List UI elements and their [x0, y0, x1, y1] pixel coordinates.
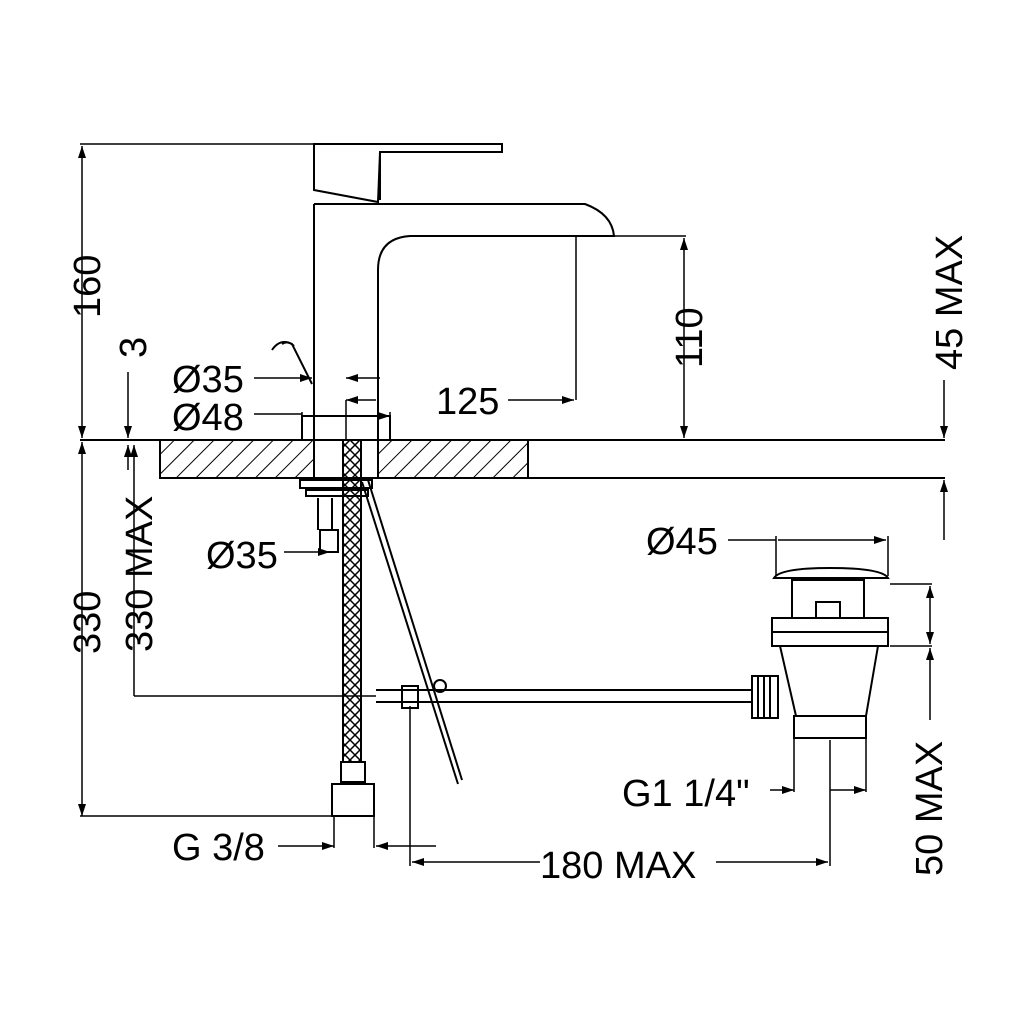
label-g-3-8: G 3/8	[172, 827, 265, 869]
label-110: 110	[669, 307, 711, 368]
label-g1-1-4: G1 1/4"	[622, 773, 750, 815]
label-330-max: 330 MAX	[119, 496, 161, 652]
label-3: 3	[113, 337, 155, 358]
label-125: 125	[436, 381, 499, 423]
label-330: 330	[67, 591, 109, 654]
label-dia-45: Ø45	[646, 521, 718, 563]
label-45-max: 45 MAX	[929, 235, 971, 370]
dimension-labels: 160 3 330 MAX 330 110 45 MAX 50 MAX Ø35 …	[67, 235, 971, 887]
label-dia-35-top: Ø35	[172, 359, 244, 401]
label-180-max: 180 MAX	[540, 845, 696, 887]
under-deck-assembly	[299, 439, 752, 817]
label-50-max: 50 MAX	[909, 741, 951, 876]
label-dia-48: Ø48	[172, 397, 244, 439]
countertop	[80, 439, 945, 479]
waste-valve	[751, 566, 890, 739]
label-dia-35-lower: Ø35	[206, 535, 278, 577]
dimension-lines	[78, 143, 948, 866]
label-160: 160	[67, 255, 109, 318]
